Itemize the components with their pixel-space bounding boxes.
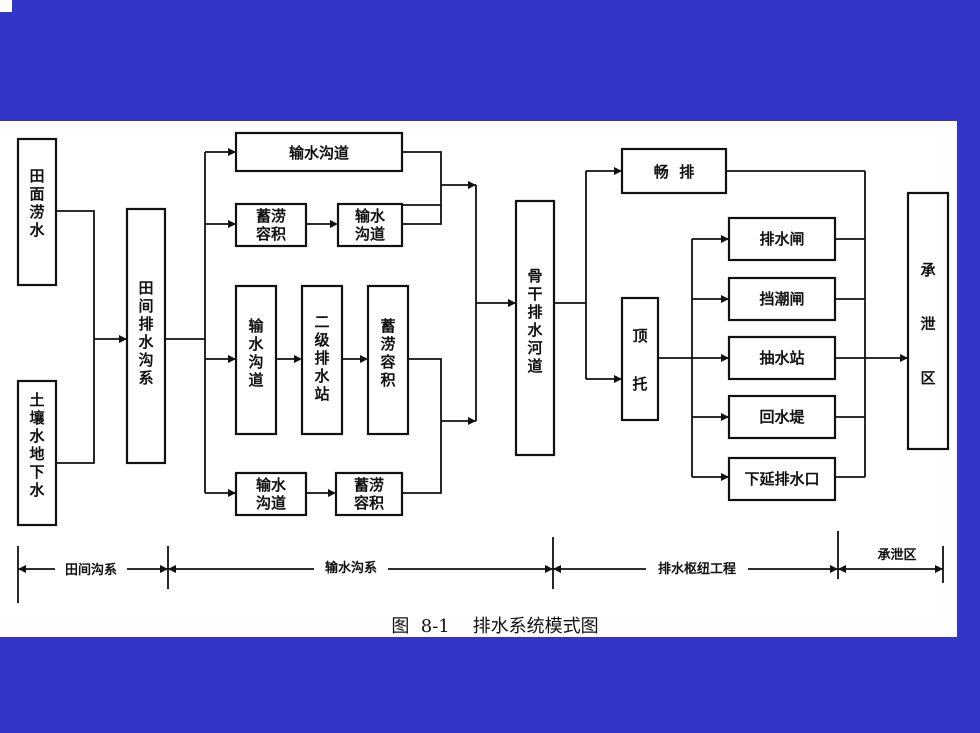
stage-conveyance-label: 输水沟系 (325, 560, 377, 576)
source-soil-groundwater: 土壤水地下水 (16, 379, 58, 527)
field-drainage-ditch: 田间排水沟系 (125, 207, 167, 465)
receiving-area: 承泄区 (906, 191, 950, 451)
free-drainage: 畅 排 (620, 147, 728, 195)
conveyance-row2-storage: 蓄涝 容积 (234, 202, 308, 248)
main-drainage-river-label: 骨干排水河道 (527, 267, 543, 375)
conveyance-top-channel-label: 输水沟道 (289, 144, 349, 162)
hub-pump-station: 抽水站 (727, 335, 837, 381)
hub-drainage-sluice-label: 排水闸 (759, 230, 804, 248)
row2-channel-line1: 输水 (355, 207, 386, 225)
row2-storage-line2: 容积 (255, 225, 286, 243)
hub-tide-gate-label: 挡潮闸 (759, 290, 804, 308)
mid-storage-label: 蓄涝容积 (379, 317, 395, 389)
row2-channel-line2: 沟道 (355, 225, 385, 243)
hub-backwater-levee: 回水堤 (727, 394, 837, 440)
free-drainage-label: 畅 排 (654, 163, 694, 181)
hub-drainage-sluice: 排水闸 (727, 216, 837, 262)
source-field-water-label: 田面涝水 (29, 167, 45, 239)
figure-caption: 图 8-1 排水系统模式图 (391, 616, 598, 637)
backwater-jacking: 顶 托 (620, 296, 660, 422)
bottom-channel-line2: 沟道 (256, 494, 286, 512)
diagram-panel: 田面涝水 土壤水地下水 田间排水沟系 输水沟道 蓄涝 容积 输水 沟道 (0, 121, 957, 637)
row2-storage-line1: 蓄涝 (256, 207, 286, 225)
hub-extended-outlet-label: 下延排水口 (744, 470, 819, 488)
mid-pump-label: 二级排水站 (314, 313, 330, 403)
main-drainage-river: 骨干排水河道 (514, 199, 556, 457)
hub-extended-outlet: 下延排水口 (727, 456, 837, 502)
hub-backwater-levee-label: 回水堤 (759, 408, 805, 426)
conveyance-mid-pump-station: 二级排水站 (300, 284, 344, 436)
source-soil-groundwater-label: 土壤水地下水 (29, 391, 45, 499)
mid-channel-label: 输水沟道 (248, 317, 264, 389)
corner-mark (0, 0, 12, 12)
bottom-storage-line1: 蓄涝 (354, 476, 384, 494)
conveyance-top-channel: 输水沟道 (234, 131, 404, 173)
bottom-channel-line1: 输水 (256, 476, 287, 494)
hub-pump-station-label: 抽水站 (759, 349, 804, 367)
bottom-storage-line2: 容积 (353, 494, 384, 512)
stage-hub-label: 排水枢纽工程 (658, 561, 736, 577)
stage-field-label: 田间沟系 (65, 562, 117, 578)
source-field-water: 田面涝水 (16, 137, 58, 287)
stage-timeline: 田间沟系 输水沟系 排水枢纽工程 承泄区 (17, 531, 944, 603)
conveyance-mid-channel: 输水沟道 (234, 284, 278, 436)
stage-receiving-label: 承泄区 (877, 547, 916, 563)
jacking-char2: 托 (632, 375, 647, 393)
drainage-system-diagram: 田面涝水 土壤水地下水 田间排水沟系 输水沟道 蓄涝 容积 输水 沟道 (16, 131, 950, 637)
conveyance-row2-channel: 输水 沟道 (336, 202, 404, 248)
conveyance-bottom-storage: 蓄涝 容积 (334, 471, 404, 517)
jacking-char1: 顶 (632, 327, 647, 345)
receiving-area-label: 承泄区 (920, 261, 935, 387)
conveyance-mid-storage: 蓄涝容积 (366, 284, 410, 436)
hub-tide-gate: 挡潮闸 (727, 276, 837, 322)
field-drainage-ditch-label: 田间排水沟系 (138, 279, 154, 387)
conveyance-bottom-channel: 输水 沟道 (234, 471, 308, 517)
